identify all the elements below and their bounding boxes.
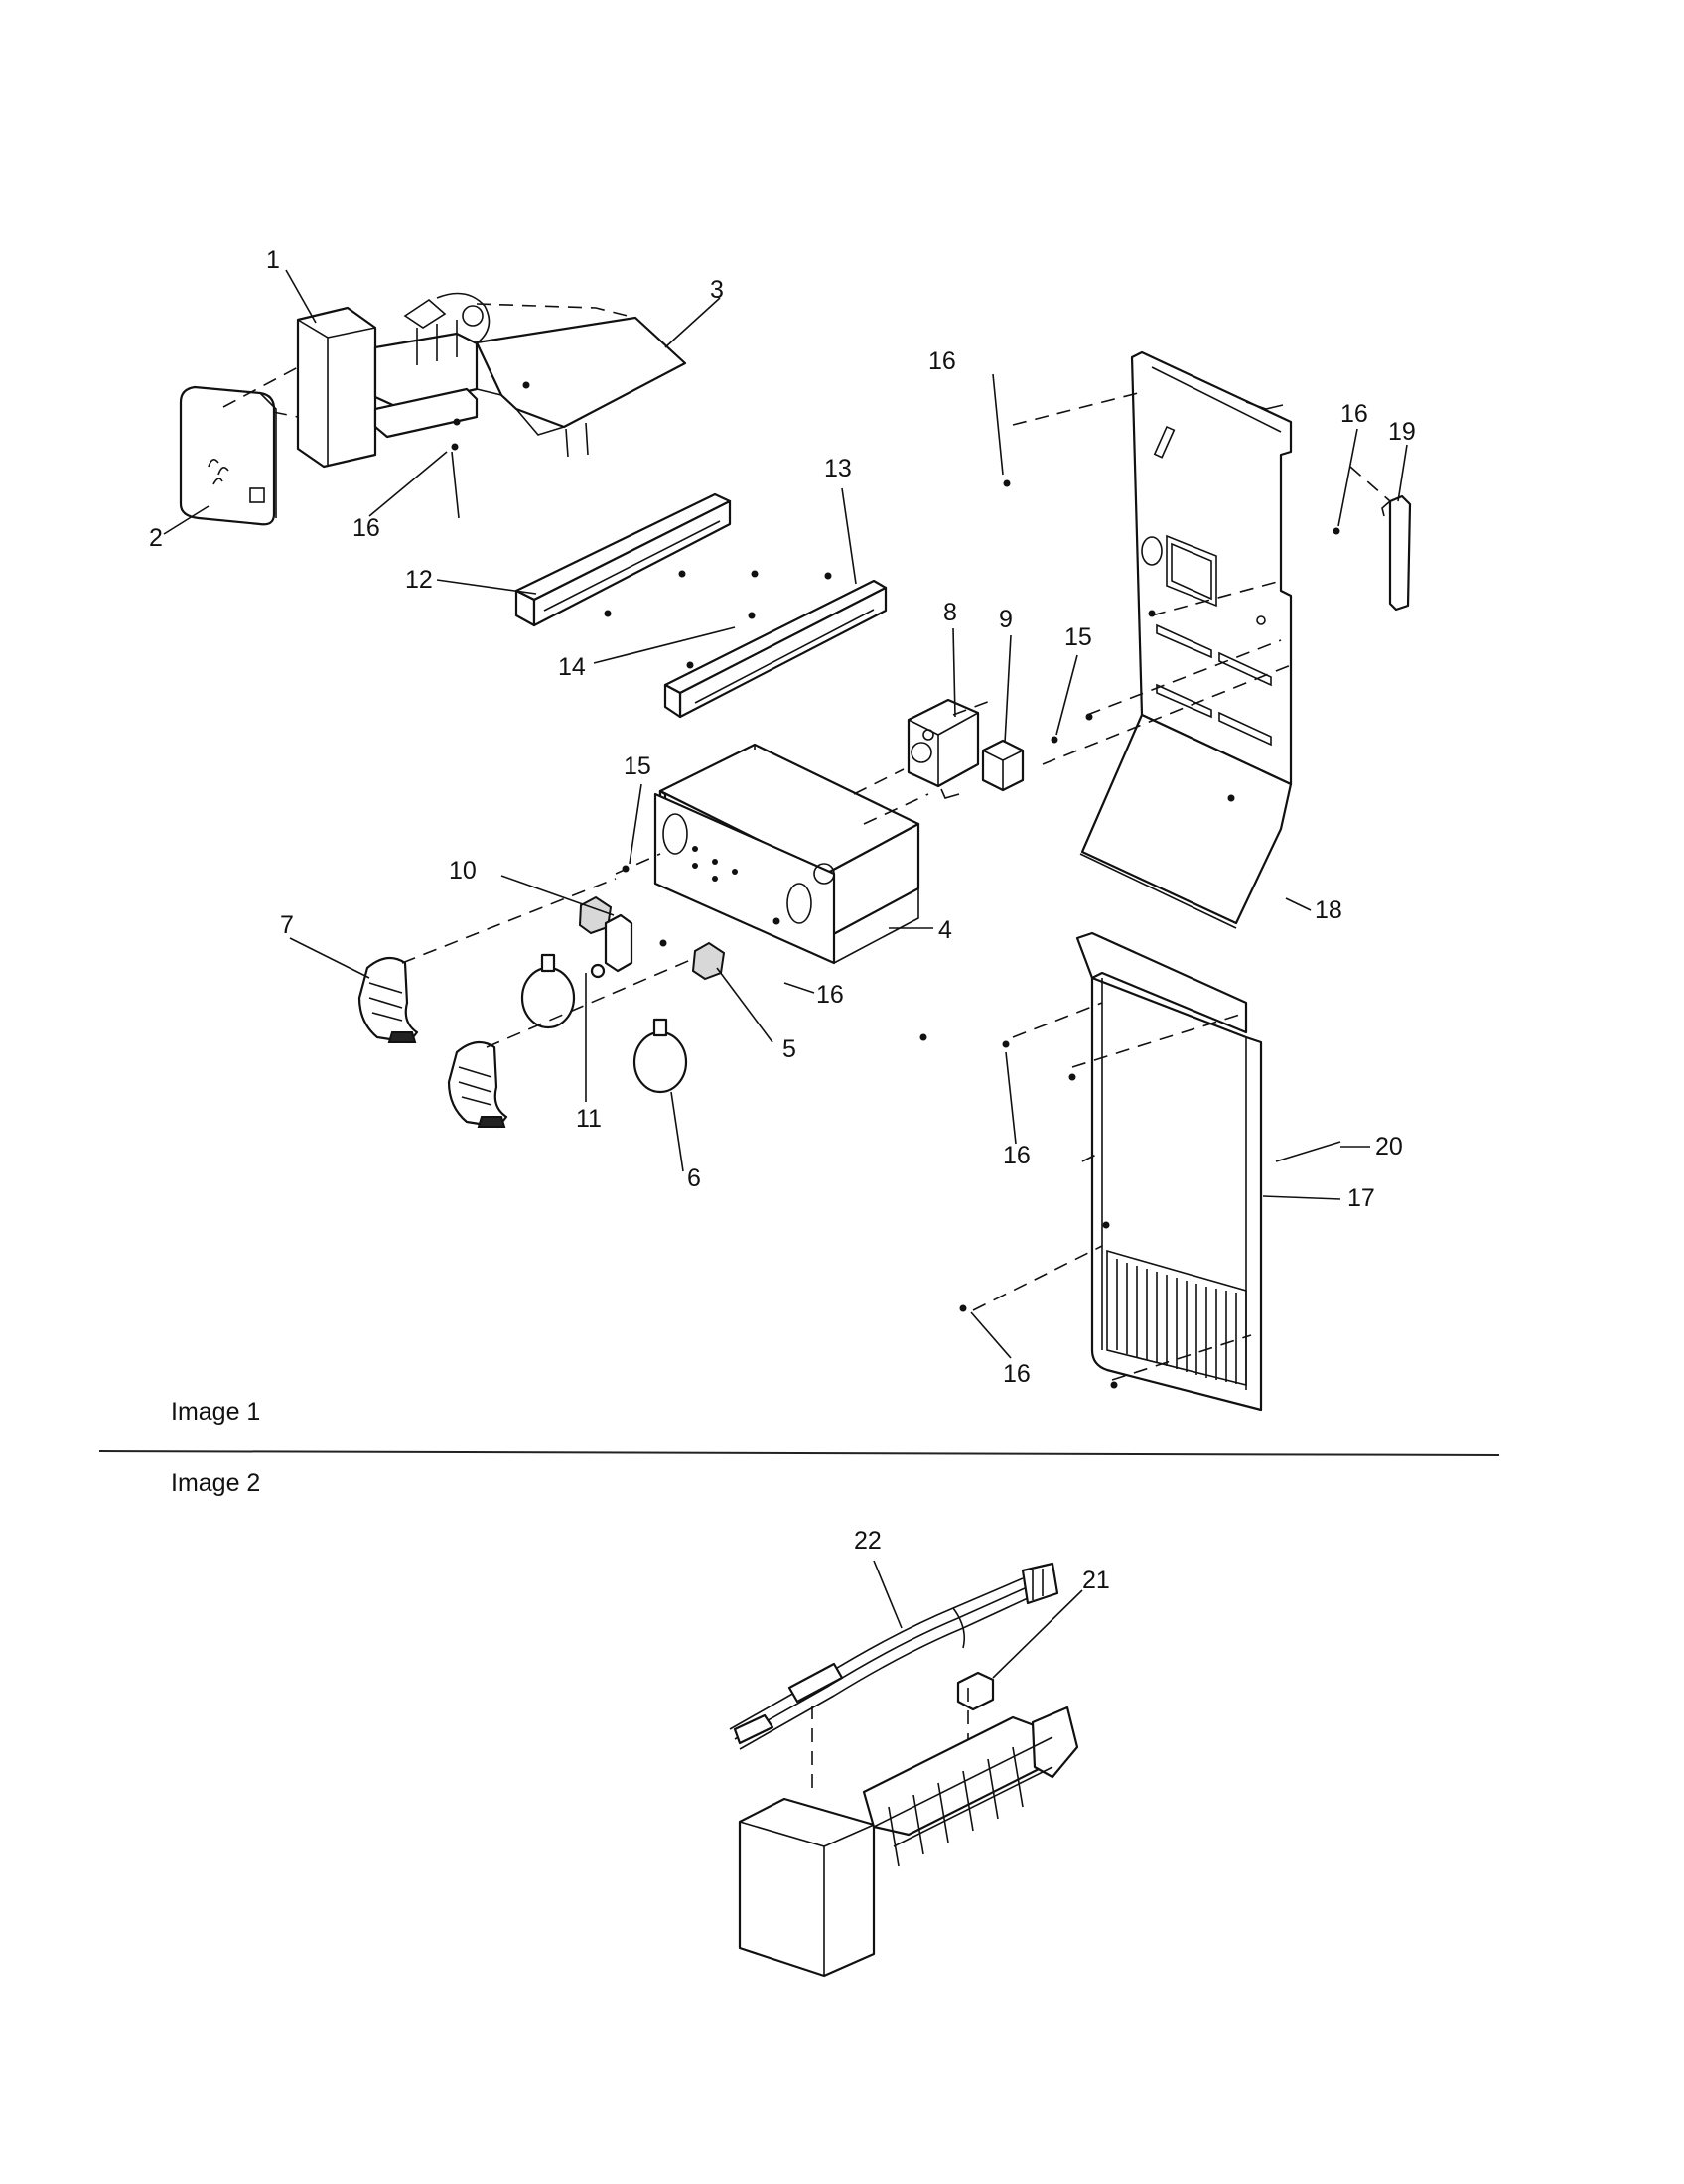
icemaker-body-image-2 — [738, 1706, 1079, 1978]
screws — [451, 381, 1340, 1389]
callout-12: 12 — [405, 566, 433, 594]
callout-20: 20 — [1375, 1133, 1403, 1160]
image-2-assembly: Image 2 — [171, 1469, 1110, 1978]
clip-part-21 — [956, 1671, 995, 1711]
callout-6: 6 — [687, 1164, 701, 1192]
callout-18: 18 — [1315, 896, 1342, 924]
section-divider — [98, 1450, 1500, 1456]
callout-5: 5 — [782, 1035, 796, 1063]
leader-21 — [992, 1589, 1083, 1679]
callout-7: 7 — [280, 911, 294, 939]
callout-13: 13 — [824, 455, 852, 482]
callout-8: 8 — [943, 599, 957, 626]
callout-16e: 16 — [1003, 1142, 1031, 1169]
rail-part-13 — [663, 579, 888, 719]
callout-22: 22 — [854, 1527, 882, 1555]
paddle-part-7 — [357, 956, 508, 1129]
leader-lines — [163, 269, 1408, 1359]
image-1-assembly: 1 2 3 16 12 13 14 16 16 19 8 9 15 15 10 … — [149, 246, 1416, 1426]
callout-16c: 16 — [1340, 400, 1368, 428]
callout-16d: 16 — [816, 981, 844, 1009]
callout-17: 17 — [1347, 1184, 1375, 1212]
callout-19: 19 — [1388, 418, 1416, 446]
bracket-part-10 — [604, 913, 633, 973]
callout-16f: 16 — [1003, 1360, 1031, 1388]
callout-15a: 15 — [1064, 623, 1092, 651]
callout-16a: 16 — [352, 514, 380, 542]
leader-22 — [873, 1560, 903, 1629]
switch-part-9 — [981, 739, 1025, 792]
callout-21: 21 — [1082, 1567, 1110, 1594]
motor-part-8 — [907, 698, 980, 799]
rear-panel-part-18 — [1079, 350, 1293, 929]
icemaker-cover-part-2 — [179, 385, 277, 526]
nut-part-11 — [590, 963, 606, 979]
dispenser-housing-part-4 — [653, 743, 920, 965]
callout-11: 11 — [576, 1105, 602, 1133]
lower-panel-part-17 — [1075, 931, 1341, 1412]
callout-16b: 16 — [928, 347, 956, 375]
callout-14: 14 — [558, 653, 586, 681]
callout-4: 4 — [938, 916, 952, 944]
callout-15b: 15 — [624, 752, 651, 780]
grille-vents — [1106, 1249, 1247, 1387]
section-label-image-1: Image 1 — [171, 1398, 260, 1426]
wire-harness-part-22 — [729, 1562, 1059, 1750]
icemaker-bracket-part-3 — [475, 316, 687, 458]
icemaker-part-1 — [296, 292, 491, 469]
callout-1: 1 — [266, 246, 280, 274]
callout-10: 10 — [449, 857, 477, 885]
callout-9: 9 — [999, 606, 1013, 633]
bracket-part-19 — [1381, 494, 1412, 612]
rail-part-12 — [514, 492, 732, 627]
assembly-dashed-lines — [222, 303, 1391, 1381]
callout-2: 2 — [149, 524, 163, 552]
light-bulb-part-6 — [520, 953, 688, 1094]
callout-3: 3 — [710, 276, 724, 304]
section-label-image-2: Image 2 — [171, 1469, 260, 1497]
